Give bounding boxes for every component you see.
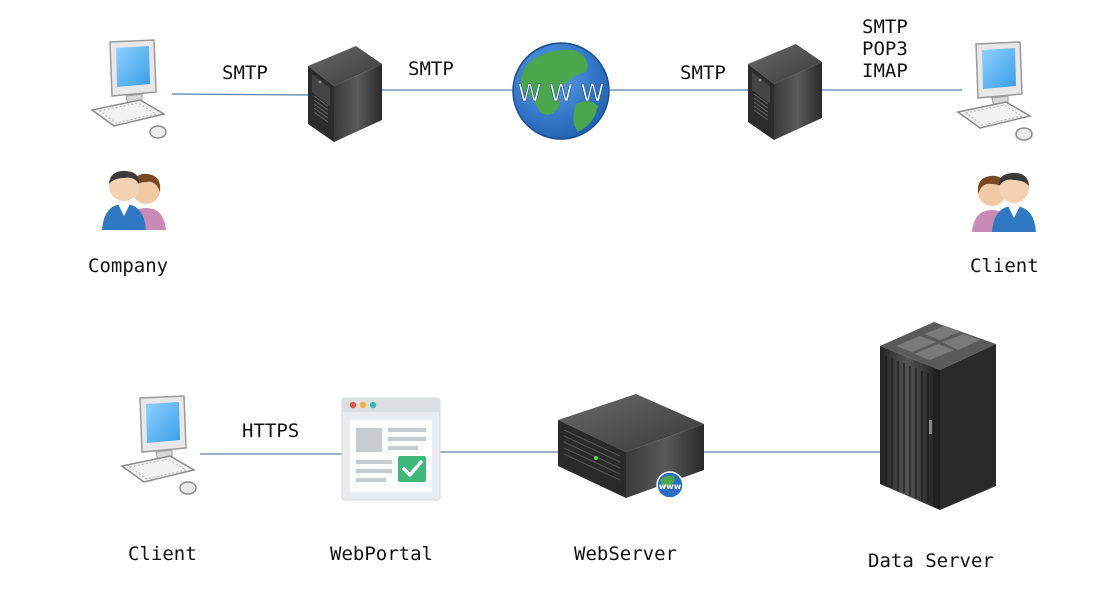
label-webserver: WebServer	[574, 543, 677, 565]
webserver-badge-text: www	[659, 482, 682, 491]
webserver-icon: www	[558, 394, 704, 499]
label-company-smtp: SMTP	[222, 62, 268, 84]
protocol-line: POP3	[862, 38, 908, 60]
client-computer-icon	[957, 41, 1033, 141]
client-mail-server-icon	[747, 43, 823, 141]
connection-lines	[171, 89, 962, 455]
label-https: HTTPS	[242, 420, 300, 442]
link-company-mailserver	[171, 93, 311, 96]
protocol-line: IMAP	[862, 60, 908, 82]
webserver-www-badge: www	[656, 471, 684, 499]
bottom-client-computer-icon	[121, 395, 197, 495]
www-globe-text: W W W	[518, 79, 604, 107]
label-company: Company	[88, 255, 169, 277]
label-www-server-smtp: SMTP	[680, 62, 726, 84]
company-people-icon	[102, 170, 166, 230]
company-mail-server-icon	[307, 45, 383, 143]
client-people-icon	[972, 172, 1036, 232]
protocol-line: SMTP	[862, 16, 908, 38]
www-globe-icon: W W W	[512, 42, 610, 140]
label-server-www-smtp: SMTP	[408, 58, 454, 80]
label-webportal: WebPortal	[330, 543, 433, 565]
label-top-client: Client	[970, 255, 1039, 277]
label-bottom-client: Client	[128, 543, 197, 565]
company-computer-icon	[91, 39, 167, 139]
label-client-protocols: SMTP POP3 IMAP	[862, 16, 908, 82]
label-data-server: Data Server	[868, 550, 994, 572]
webportal-icon	[341, 397, 441, 501]
data-server-rack-icon	[880, 322, 996, 510]
